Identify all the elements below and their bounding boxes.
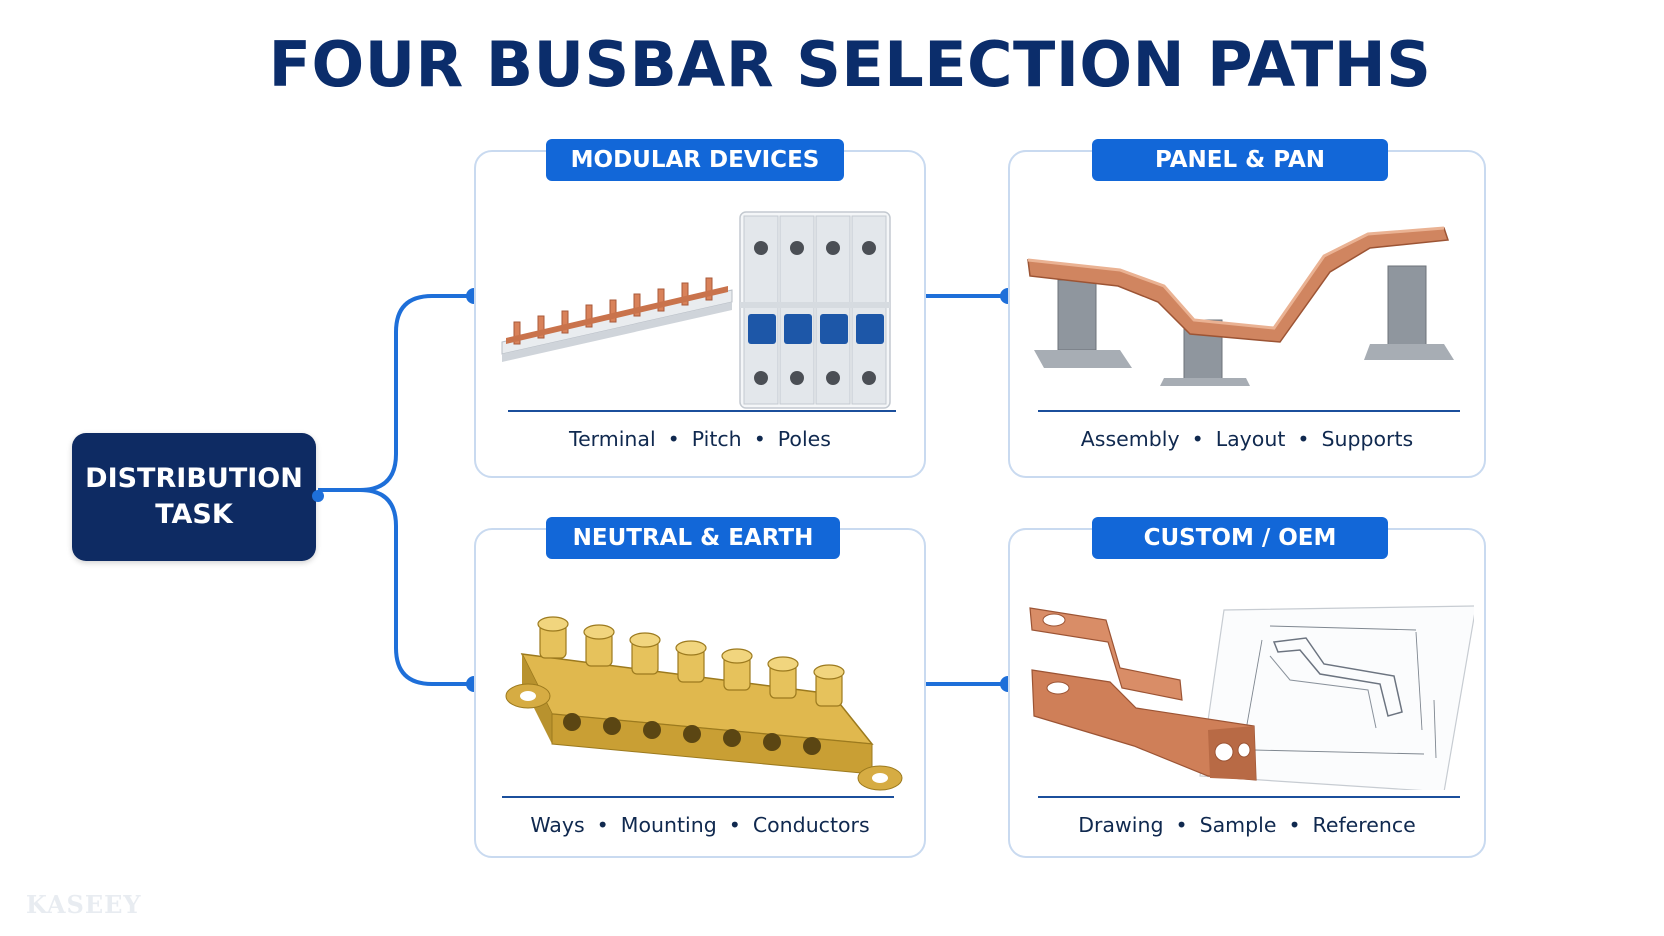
feature-layout: Layout	[1215, 427, 1286, 451]
feature-conductors: Conductors	[752, 813, 870, 837]
feature-poles: Poles	[777, 427, 831, 451]
card-features: Assembly•Layout•Supports	[1080, 427, 1414, 451]
feature-supports: Supports	[1321, 427, 1414, 451]
card-label-panel-pan: PANEL & PAN	[1092, 139, 1388, 181]
card-divider	[1038, 796, 1460, 798]
card-label-modular-devices: MODULAR DEVICES	[546, 139, 844, 181]
feature-ways: Ways	[530, 813, 585, 837]
feature-terminal: Terminal	[569, 427, 656, 451]
feature-mounting: Mounting	[620, 813, 717, 837]
pin-busbar-mcb-illustration	[501, 211, 891, 409]
feature-drawing: Drawing	[1078, 813, 1164, 837]
card-panel-pan: PANEL & PAN Assembly•Layout•Supports	[1008, 139, 1486, 478]
card-custom-oem: CUSTOM / OEM Drawing•Sample•Reference	[1008, 517, 1486, 858]
card-label-custom-oem: CUSTOM / OEM	[1092, 517, 1388, 559]
custom-busbar-drawing-illustration	[1029, 605, 1474, 790]
card-label-neutral-earth: NEUTRAL & EARTH	[546, 517, 840, 559]
connector-root-to-bottom	[359, 488, 474, 686]
card-modular-devices: MODULAR DEVICES Terminal•Pitch•Poles	[474, 139, 926, 478]
feature-assembly: Assembly	[1080, 427, 1180, 451]
copper-busbar-on-supports-illustration	[1027, 226, 1454, 386]
feature-pitch: Pitch	[691, 427, 742, 451]
card-divider	[1038, 410, 1460, 412]
feature-reference: Reference	[1312, 813, 1416, 837]
card-divider	[508, 410, 896, 412]
brand-logo: KASEEY	[26, 890, 142, 919]
distribution-task-node: DISTRIBUTION TASK	[72, 433, 316, 561]
card-features: Ways•Mounting•Conductors	[530, 813, 870, 837]
connector-root-to-top	[318, 294, 474, 492]
root-line-1: DISTRIBUTION	[85, 463, 303, 494]
card-features: Drawing•Sample•Reference	[1078, 813, 1416, 837]
card-neutral-earth: NEUTRAL & EARTH Ways•Mounting•Conductors	[474, 517, 926, 858]
card-features: Terminal•Pitch•Poles	[569, 427, 831, 451]
page-title: FOUR BUSBAR SELECTION PATHS	[268, 28, 1432, 101]
brass-terminal-bar-illustration	[505, 616, 903, 791]
root-line-2: TASK	[155, 499, 233, 530]
card-divider	[502, 796, 894, 798]
root-connector-dot	[312, 490, 324, 502]
feature-sample: Sample	[1199, 813, 1277, 837]
